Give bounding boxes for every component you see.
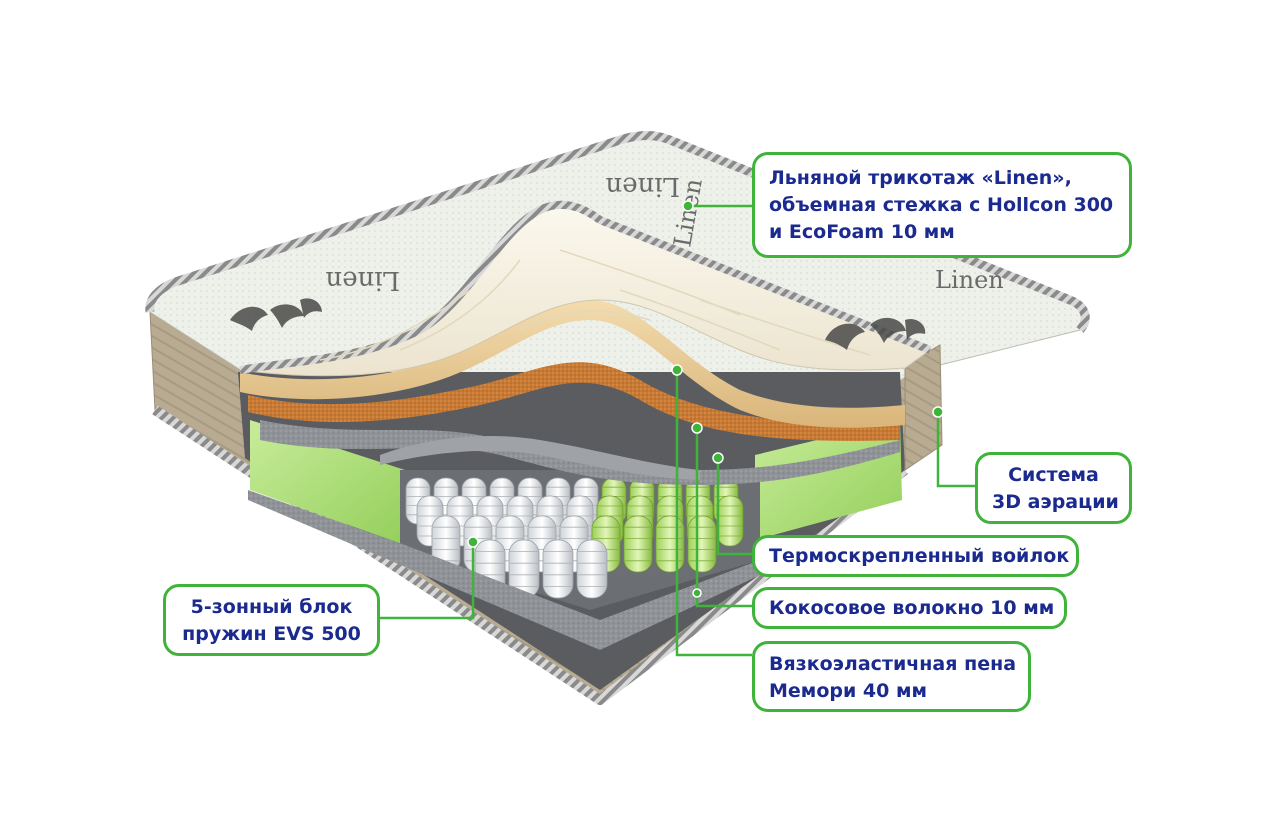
- dot-aeration: [932, 406, 944, 418]
- brand-logo-top: Linen: [605, 171, 680, 201]
- callout-memory-line-1: Вязкоэластичная пена: [769, 653, 1017, 675]
- pocket-spring: [576, 539, 608, 599]
- callout-linen-line-3: и EcoFoam 10 мм: [769, 221, 955, 243]
- callout-linen-line-1: Льняной трикотаж «Linen»,: [769, 167, 1072, 189]
- callout-springs-line-1: 5-зонный блок: [190, 596, 353, 618]
- leader-springs: [380, 542, 475, 620]
- felt-layer: [260, 420, 900, 485]
- flap-cord: [239, 200, 932, 374]
- top-cord: [145, 131, 1090, 333]
- pocket-spring: [542, 539, 574, 599]
- callout-memory: Вязкоэластичная пена Мемори 40 мм: [752, 641, 1031, 712]
- ornament-right: [825, 317, 926, 350]
- leader-felt: [716, 458, 752, 556]
- springs: [405, 477, 744, 599]
- callout-aeration-line-2: 3D аэрации: [992, 491, 1119, 513]
- felt-top: [380, 435, 700, 480]
- callout-coconut-line-1: Кокосовое волокно 10 мм: [769, 597, 1055, 619]
- leader-memory: [675, 370, 752, 657]
- callout-coconut: Кокосовое волокно 10 мм: [752, 587, 1067, 629]
- bottom-felt-layer: [248, 490, 760, 650]
- callout-linen: Льняной трикотаж «Linen», объемная стежк…: [752, 152, 1132, 258]
- pocket-spring: [655, 515, 685, 573]
- brand-logo-left: Linen: [325, 265, 400, 295]
- callout-springs: 5-зонный блок пружин EVS 500: [163, 584, 380, 656]
- callout-felt: Термоскрепленный войлок: [752, 535, 1079, 577]
- leader-aeration: [936, 412, 975, 488]
- left-green-foam: [250, 420, 405, 545]
- quilt-stitching: [319, 249, 871, 361]
- callout-linen-line-2: объемная стежка с Hollcon 300: [769, 194, 1114, 216]
- ornament-left: [230, 298, 322, 331]
- pocket-spring: [623, 515, 653, 573]
- dot-bottom-coconut: [692, 588, 702, 598]
- dot-memory: [671, 364, 683, 376]
- memory-foam-layer: [240, 300, 905, 428]
- leader-coconut: [695, 428, 752, 608]
- dot-felt: [712, 452, 724, 464]
- brand-logo-right: Linen: [935, 266, 1004, 294]
- pocket-spring: [687, 515, 717, 573]
- pocket-spring: [431, 515, 461, 573]
- dot-coconut: [691, 422, 703, 434]
- callout-aeration-line-1: Система: [1008, 464, 1099, 486]
- leader-lines: [380, 204, 975, 657]
- callout-springs-line-2: пружин EVS 500: [182, 623, 361, 645]
- leader-dots: [467, 200, 944, 598]
- coconut-layer: [248, 362, 900, 441]
- callout-aeration: Система 3D аэрации: [975, 452, 1132, 524]
- pocket-spring: [508, 539, 540, 599]
- pocket-spring: [716, 495, 744, 547]
- callout-felt-line-1: Термоскрепленный войлок: [769, 545, 1070, 567]
- callout-memory-line-2: Мемори 40 мм: [769, 680, 928, 702]
- dot-springs: [467, 536, 479, 548]
- dot-linen: [682, 200, 694, 212]
